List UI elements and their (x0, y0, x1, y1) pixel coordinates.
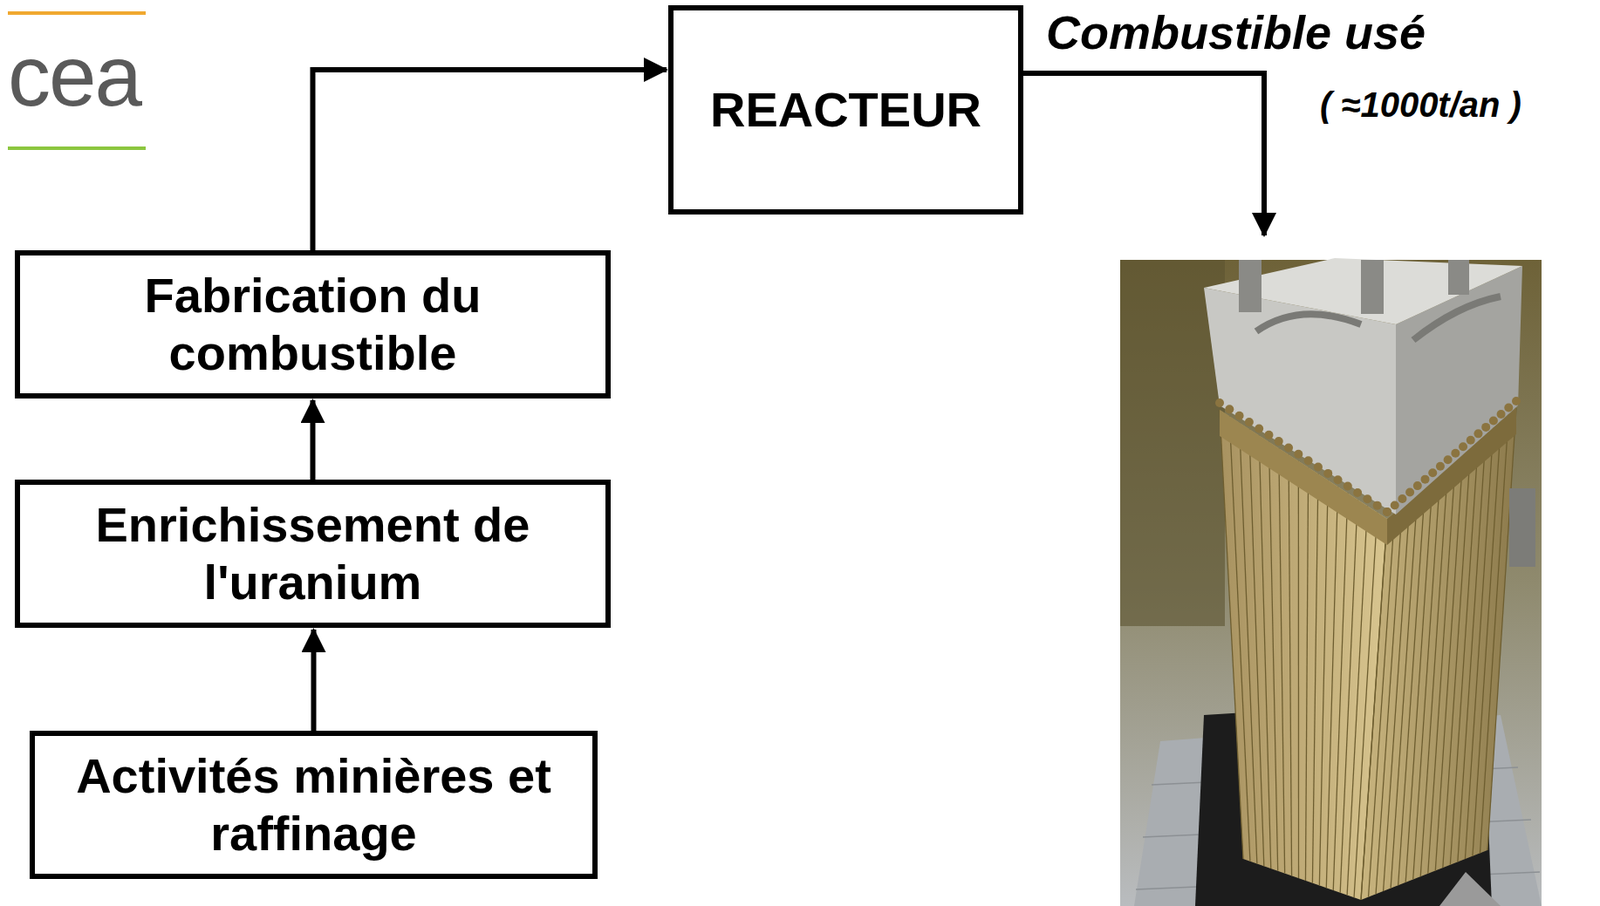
box-label: REACTEUR (710, 81, 982, 139)
fuel-rod (1298, 461, 1300, 879)
box-label: Fabrication du combustible (20, 266, 606, 383)
fuel-rod (1278, 448, 1286, 874)
fuel-rod (1420, 466, 1448, 877)
fuel-rod (1390, 492, 1418, 889)
fuel-rod (1360, 519, 1388, 901)
rod-tip (1284, 443, 1293, 452)
fuel-rod (1487, 408, 1517, 851)
rod-tip (1421, 475, 1430, 485)
fuel-rod (1319, 480, 1328, 887)
rod-tip (1489, 416, 1498, 425)
process-box: Enrichissement de l'uranium (14, 479, 611, 629)
fuel-rod (1368, 512, 1395, 898)
fuel-rod (1435, 453, 1464, 871)
logo-bar (7, 146, 146, 151)
rod-tip (1443, 455, 1453, 465)
rod-tip (1254, 423, 1264, 433)
rod-tip (1473, 429, 1483, 438)
fuel-rod (1457, 434, 1486, 863)
rod-tip (1264, 430, 1273, 440)
rod-tip (1497, 410, 1506, 419)
fuel-rod (1472, 421, 1502, 857)
process-box: Activités minières et raffinage (29, 731, 598, 880)
box-label: Enrichissement de l'uranium (20, 496, 606, 612)
rod-tip (1397, 494, 1407, 504)
fuel-rod (1449, 440, 1478, 865)
rod-tip (1390, 501, 1400, 511)
fuel-rod (1268, 442, 1278, 872)
fuel-rod (1442, 447, 1471, 869)
fuel-rod (1428, 460, 1457, 875)
fuel-assembly-photo (1120, 258, 1542, 906)
rod-tip (1405, 488, 1415, 498)
rod-tip (1215, 398, 1224, 408)
fuel-rod (1305, 467, 1308, 882)
fuel-rod (1258, 435, 1272, 869)
rod-tip (1382, 507, 1392, 517)
rod-tip (1343, 482, 1353, 492)
fuel-rod (1383, 499, 1411, 892)
fuel-rod (1375, 505, 1402, 895)
rod-tip (1504, 403, 1513, 412)
rod-tip (1304, 456, 1313, 465)
rod-tip (1274, 437, 1284, 446)
fuel-rod (1229, 416, 1251, 862)
fuel-rod (1405, 479, 1433, 883)
quantity-label: ( ≈1000t/an ) (1319, 85, 1522, 124)
rod-tip (1435, 462, 1445, 472)
rod-tip (1362, 494, 1372, 504)
rod-tip (1224, 404, 1234, 414)
fuel-rod (1249, 429, 1265, 867)
logo-text: cea (7, 29, 141, 124)
rod-tip (1333, 475, 1343, 485)
rod-tip (1458, 442, 1468, 452)
fuel-rod (1479, 414, 1509, 854)
fuel-rod (1239, 423, 1258, 865)
rod-tip (1413, 481, 1423, 491)
fuel-rod (1413, 473, 1441, 881)
rod-tip (1450, 449, 1460, 459)
rod-tip (1481, 423, 1491, 432)
reactor-box: REACTEUR (668, 5, 1024, 215)
flow-arrow (311, 629, 317, 732)
rod-tip (1382, 507, 1392, 517)
rod-tip (1323, 469, 1333, 479)
rod-tip (1235, 411, 1245, 421)
rod-tip (1353, 488, 1362, 498)
fuel-rod (1464, 427, 1493, 860)
rod-tip (1466, 436, 1476, 445)
rod-tip (1293, 450, 1303, 459)
flow-arrow (310, 400, 316, 480)
logo-bar (7, 11, 146, 15)
annotation-label: Combustible usé (1046, 6, 1426, 59)
rod-tip (1511, 396, 1521, 406)
fuel-rod (1288, 454, 1293, 876)
rod-tip (1244, 417, 1254, 427)
box-label: Activités minières et raffinage (34, 747, 593, 863)
rod-tip (1373, 501, 1382, 511)
fuel-rod (1340, 499, 1358, 894)
fuel-rod (1333, 493, 1348, 891)
flow-arrow (313, 69, 668, 251)
leader-arrow (1023, 73, 1265, 236)
rod-tip (1313, 463, 1323, 472)
fuel-rod (1312, 474, 1319, 884)
fuel-rod (1326, 486, 1338, 889)
process-box: Fabrication du combustible (14, 250, 611, 399)
fuel-rod (1398, 486, 1426, 887)
rod-tip (1428, 468, 1437, 478)
